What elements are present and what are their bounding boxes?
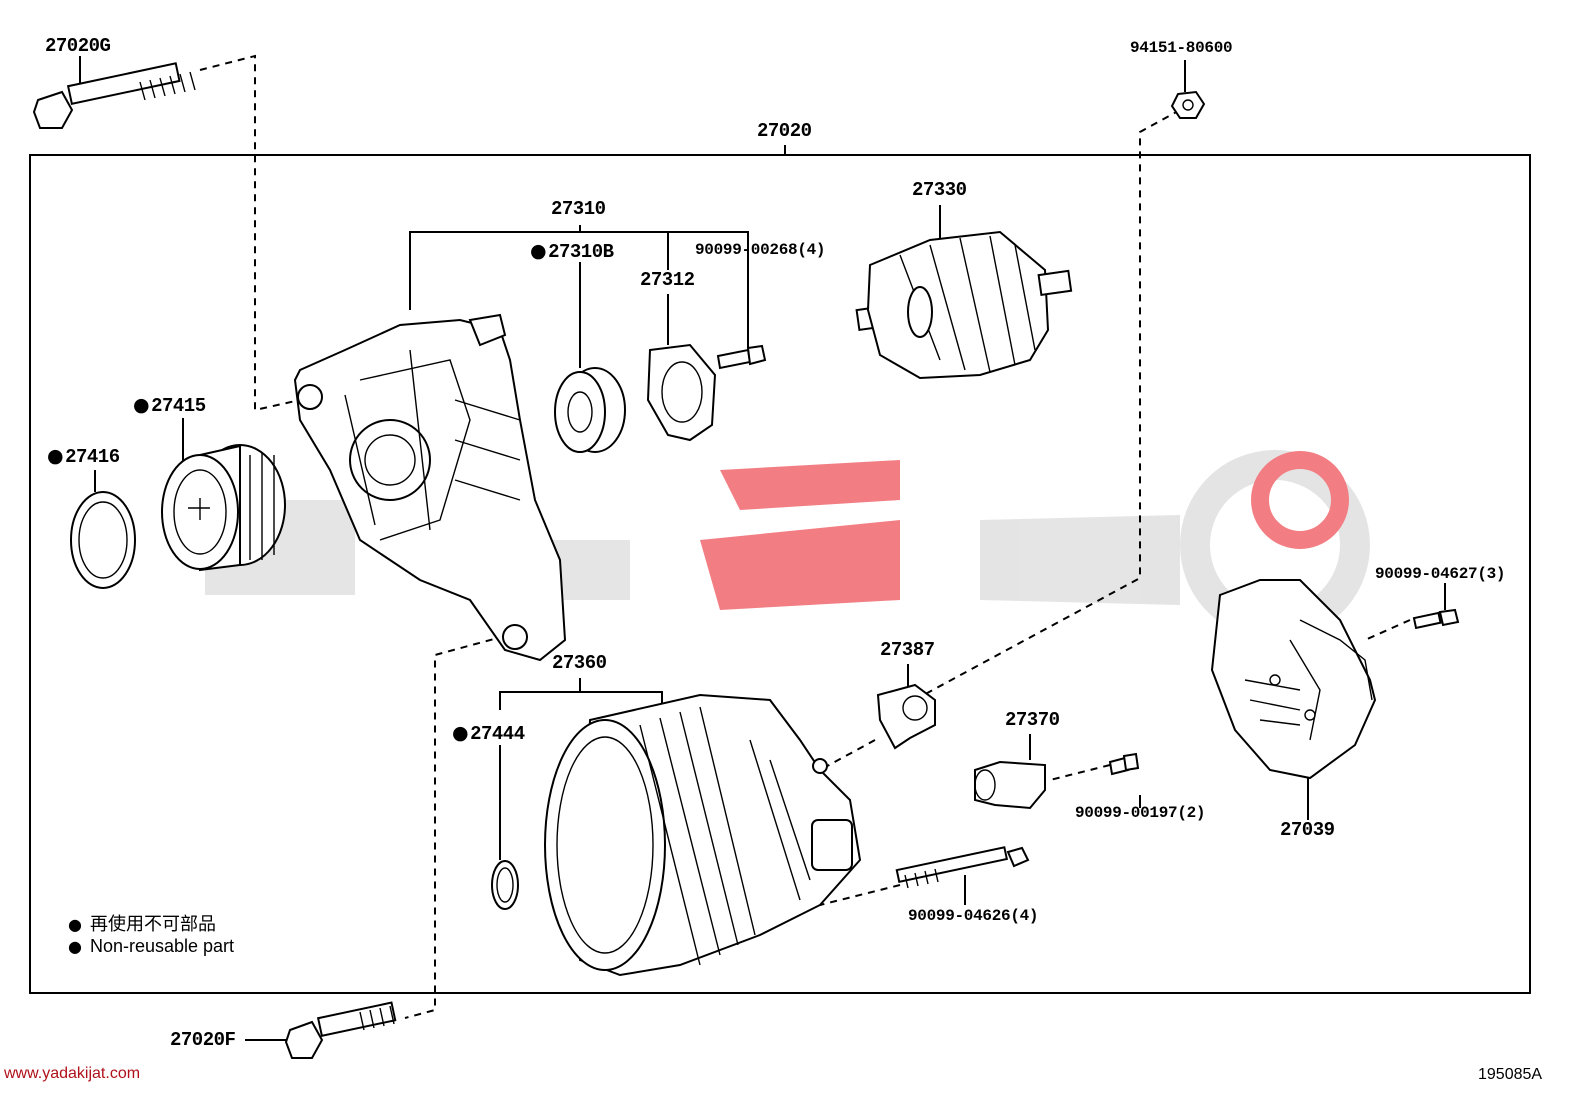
nut-part xyxy=(1170,90,1206,119)
terminal-screw-part xyxy=(1108,752,1140,776)
label-retainer-screw: 90099-00268(4) xyxy=(695,241,826,259)
watermark-logo xyxy=(205,450,1370,640)
bearing-part xyxy=(554,367,626,453)
assembly-frame xyxy=(29,154,1531,994)
label-terminal-screw: 90099-00197(2) xyxy=(1075,804,1206,822)
pulley-part xyxy=(161,444,286,572)
label-terminal: 27370 xyxy=(1005,709,1060,731)
pulley-washer-part xyxy=(70,491,136,589)
legend-text-2: Non-reusable part xyxy=(89,936,235,956)
legend-text-1: 再使用不可部品 xyxy=(89,914,216,934)
stator-frame-part xyxy=(544,693,862,977)
bolt-top-part xyxy=(32,62,196,129)
diagram-code: 195085A xyxy=(1478,1066,1543,1083)
label-stator-frame: 27360 xyxy=(552,652,607,674)
label-bearing: 27310B xyxy=(530,242,614,262)
label-pulley-washer: 27416 xyxy=(47,447,120,467)
label-cover-screw: 90099-04627(3) xyxy=(1375,565,1506,583)
label-pulley: 27415 xyxy=(133,396,206,416)
bolt-bottom-part xyxy=(284,1001,397,1059)
label-frame: 27310 xyxy=(551,198,606,220)
label-assembly: 27020 xyxy=(757,120,812,142)
legend-line-1: ● 再使用不可部品 xyxy=(68,910,216,936)
label-insulator: 27387 xyxy=(880,639,935,661)
label-retainer: 27312 xyxy=(640,269,695,291)
rotor-part xyxy=(855,230,1073,380)
retainer-screw-part xyxy=(716,344,767,370)
label-nut: 94151-80600 xyxy=(1130,39,1233,57)
label-o-ring: 27444 xyxy=(452,724,525,744)
drive-end-frame-part xyxy=(293,313,567,662)
through-bolt-part xyxy=(895,846,1030,889)
label-bolt-bottom: 27020F xyxy=(170,1029,236,1051)
terminal-part xyxy=(974,760,1046,810)
cover-screw-part xyxy=(1412,608,1460,630)
legend-line-2: ● Non-reusable part xyxy=(68,936,234,957)
rear-cover-part xyxy=(1210,579,1377,780)
label-cover: 27039 xyxy=(1280,819,1335,841)
label-rotor: 27330 xyxy=(912,179,967,201)
retainer-plate-part xyxy=(646,343,717,442)
label-bolt-top: 27020G xyxy=(45,35,111,57)
footer-url: www.yadakijat.com xyxy=(4,1065,141,1082)
o-ring-part xyxy=(491,860,519,910)
label-through-bolt: 90099-04626(4) xyxy=(908,907,1039,925)
insulator-part xyxy=(876,683,936,750)
bullet-icon: ● xyxy=(68,915,82,934)
bullet-icon: ● xyxy=(68,937,82,956)
